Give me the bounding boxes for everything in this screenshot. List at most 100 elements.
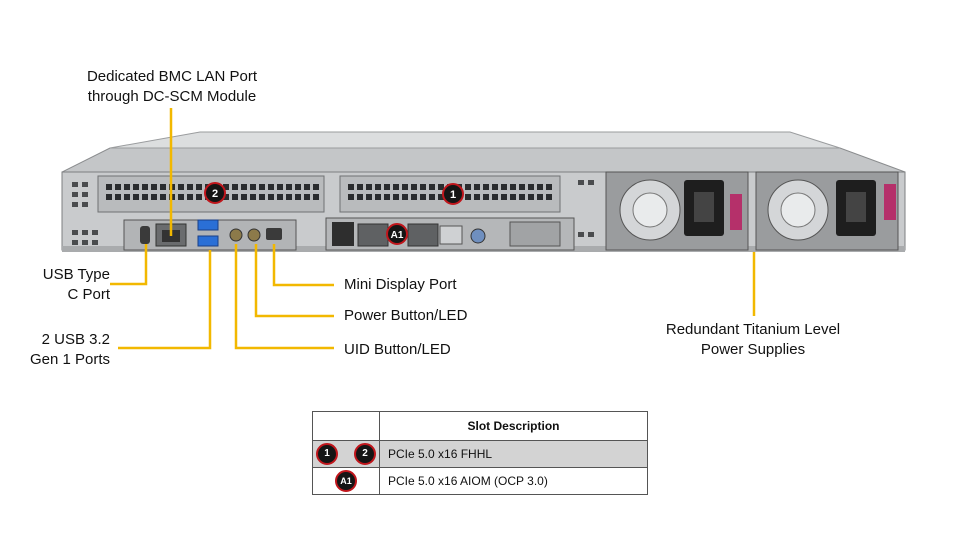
slot-2-badge-text: 2 <box>212 188 218 200</box>
vent-hole <box>223 184 229 190</box>
vent-hole <box>528 194 534 200</box>
slot-table-description: PCIe 5.0 x16 AIOM (OCP 3.0) <box>379 467 648 495</box>
usb32-label-line1: 2 USB 3.2 <box>41 331 110 348</box>
vent-hole <box>474 184 480 190</box>
vent-hole <box>268 194 274 200</box>
vent-hole <box>393 194 399 200</box>
row-badge-2: 2 <box>354 443 376 465</box>
vent-hole <box>492 184 498 190</box>
vent-hole <box>286 194 292 200</box>
vent-hole <box>151 194 157 200</box>
vent-hole <box>501 184 507 190</box>
usb32-port-bottom <box>197 235 219 247</box>
vent-hole <box>348 184 354 190</box>
usb32-callout-line <box>118 250 212 350</box>
uid-button-label: UID Button/LED <box>344 341 451 358</box>
vent-hole <box>223 194 229 200</box>
vent-hole <box>187 194 193 200</box>
vent-hole <box>268 184 274 190</box>
vent-hole <box>250 184 256 190</box>
vent-hole <box>429 184 435 190</box>
mini-dp-label: Mini Display Port <box>344 276 457 293</box>
aiom-badge: A1 <box>386 223 408 245</box>
psu-handle-1 <box>730 194 742 230</box>
vent-hole <box>384 194 390 200</box>
vent-hole <box>501 194 507 200</box>
aiom-badge-text: A1 <box>391 230 404 241</box>
vent-hole <box>420 184 426 190</box>
usb32-label: 2 USB 3.2 Gen 1 Ports <box>10 330 110 370</box>
row-badge-a1: A1 <box>335 470 357 492</box>
vent-hole <box>313 184 319 190</box>
vent-hole <box>286 184 292 190</box>
usb-c-label-line1: USB Type <box>42 266 110 283</box>
vent-hole <box>438 194 444 200</box>
psu-label: Redundant Titanium Level Power Supplies <box>648 320 858 360</box>
vent-hole <box>357 194 363 200</box>
vent-hole <box>546 194 552 200</box>
vent-hole <box>492 194 498 200</box>
slot-table-header-blank <box>312 411 380 441</box>
vent-hole <box>465 194 471 200</box>
vent-hole <box>142 184 148 190</box>
power-supply-2 <box>755 171 899 251</box>
vent-hole <box>357 184 363 190</box>
slot-table-header-row: Slot Description <box>312 411 648 441</box>
vent-hole <box>295 194 301 200</box>
vent-hole <box>348 194 354 200</box>
vent-hole <box>106 184 112 190</box>
vent-hole <box>483 194 489 200</box>
vent-hole <box>366 184 372 190</box>
bmc-lan-label-line2: through DC-SCM Module <box>87 88 257 105</box>
usb-c-port <box>140 226 150 244</box>
vent-hole <box>232 184 238 190</box>
vent-hole <box>411 194 417 200</box>
vent-hole <box>133 184 139 190</box>
vent-hole <box>142 194 148 200</box>
vent-hole <box>510 194 516 200</box>
vent-hole <box>160 184 166 190</box>
vent-hole <box>151 184 157 190</box>
vent-hole <box>483 184 489 190</box>
aiom-slot <box>325 217 575 251</box>
usb32-label-line2: Gen 1 Ports <box>29 351 110 368</box>
vent-hole <box>402 184 408 190</box>
vent-hole <box>402 194 408 200</box>
vent-hole <box>474 194 480 200</box>
vent-hole <box>429 194 435 200</box>
row-badge-1: 1 <box>316 443 338 465</box>
slot-2-badge: 2 <box>204 182 226 204</box>
vent-hole <box>187 184 193 190</box>
vent-hole <box>259 194 265 200</box>
slot-1-badge-text: 1 <box>450 189 456 201</box>
vent-hole <box>124 184 130 190</box>
vent-hole <box>259 184 265 190</box>
vent-hole <box>304 194 310 200</box>
power-callout-line <box>254 244 334 318</box>
vent-hole <box>313 194 319 200</box>
vent-hole <box>384 184 390 190</box>
vent-hole <box>241 184 247 190</box>
usb32-port-top <box>197 219 219 231</box>
usb-c-callout-line <box>110 244 148 286</box>
vent-hole <box>115 184 121 190</box>
vent-hole <box>420 194 426 200</box>
vent-hole <box>250 194 256 200</box>
vent-hole <box>232 194 238 200</box>
vent-hole <box>528 184 534 190</box>
vent-hole <box>277 194 283 200</box>
vent-hole <box>196 194 202 200</box>
vent-hole <box>519 194 525 200</box>
power-button <box>247 228 261 242</box>
mini-display-port <box>266 228 282 240</box>
dc-scm-module <box>123 219 297 251</box>
vent-hole <box>465 184 471 190</box>
uid-button <box>229 228 243 242</box>
slot-table-badges-cell: A1 <box>312 467 380 495</box>
vent-hole <box>537 194 543 200</box>
psu-label-line2: Power Supplies <box>700 341 806 358</box>
